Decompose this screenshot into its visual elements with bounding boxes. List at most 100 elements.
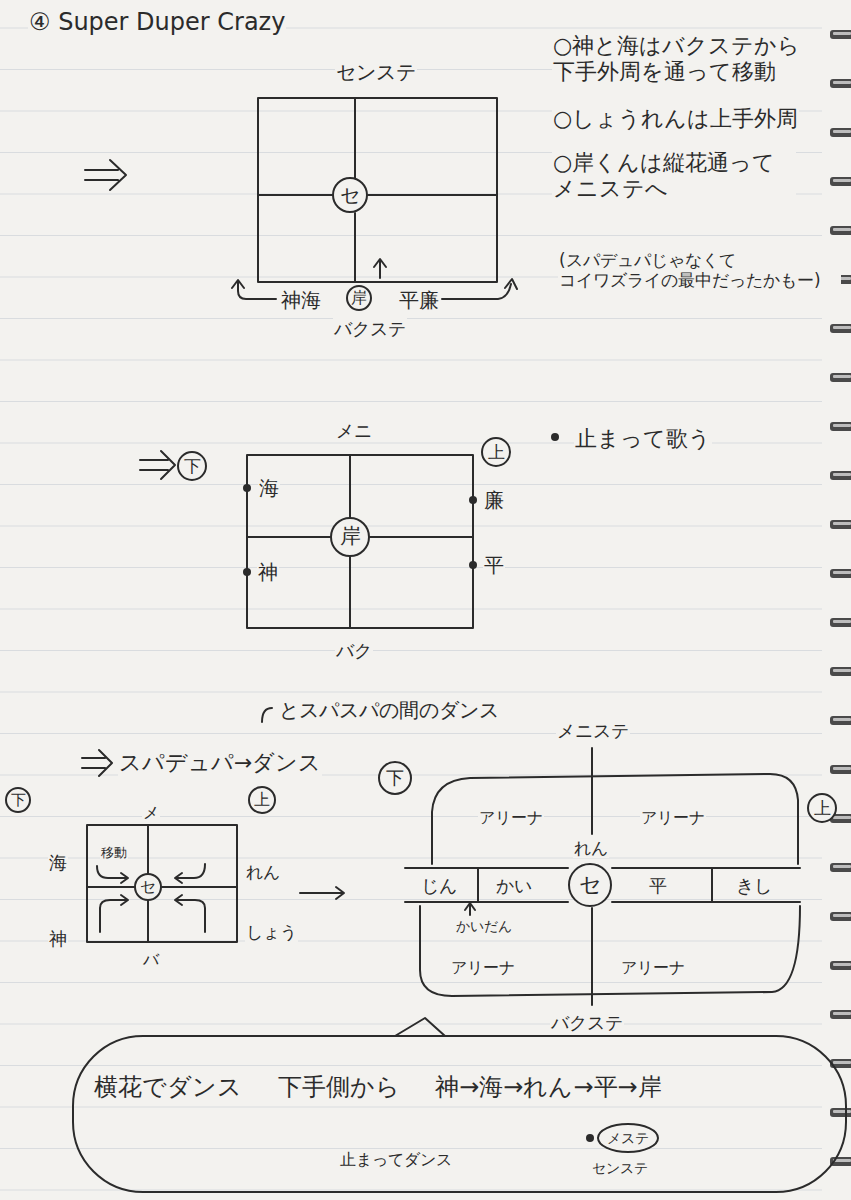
mark-text: セ (340, 183, 360, 207)
spiral-ring (830, 79, 851, 88)
mark-text: メステ (607, 1130, 649, 1147)
paper-ruling (0, 28, 851, 1190)
stage-label: 神 (257, 560, 279, 584)
circled-mark: 岸 (346, 285, 372, 311)
position-dot (469, 561, 477, 569)
spiral-ring (833, 228, 851, 231)
mark-circle (482, 438, 510, 466)
stage-line (147, 825, 149, 873)
spiral-ring (833, 620, 851, 623)
stage-square (87, 825, 237, 942)
spiral-ring (830, 30, 851, 39)
mark-text: 下 (11, 791, 26, 809)
spiral-ring (833, 767, 851, 770)
mark-text: 岸 (351, 288, 367, 307)
spiral-ring (830, 1108, 851, 1117)
ruled-line (0, 733, 822, 734)
move-arrow (100, 895, 128, 932)
spiral-ring (830, 961, 851, 970)
circled-mark: メステ (597, 1123, 659, 1153)
spiral-ring (833, 571, 851, 574)
stage-label: 海 (258, 476, 280, 500)
walkway-divider (477, 868, 479, 902)
ruled-line (0, 401, 822, 402)
stage-label: ○神と海はバクステから 下手外周を通って移動 (552, 33, 829, 86)
stage-label: じん (420, 875, 458, 897)
page-title: ④ Super Duper Crazy (28, 8, 286, 37)
spiral-ring (830, 324, 851, 333)
circled-mark: 岸 (330, 517, 370, 557)
insert-mark (262, 708, 272, 722)
bubble-text: 横花でダンス 下手側から 神→海→れん→平→岸 (94, 1073, 662, 1102)
stage-label: アリーナ (620, 958, 686, 977)
speech-bubble: 横花でダンス 下手側から 神→海→れん→平→岸止まってダンスセンステメステ (72, 1035, 847, 1193)
stage-label: 海 (48, 852, 68, 874)
stage-label: アリーナ (478, 808, 544, 827)
move-arrow (175, 895, 205, 932)
spiral-ring (830, 863, 851, 872)
stage-label: 移動 (100, 845, 128, 861)
stage-label: (スパデュパじゃなくて コイワズライの最中だったかもー) (558, 250, 841, 291)
spiral-ring (833, 669, 851, 672)
mark-circle (808, 794, 836, 822)
spiral-ring (830, 422, 851, 431)
move-arrow (175, 864, 205, 883)
position-dot (469, 496, 477, 504)
stage-line (258, 194, 332, 196)
diagram-one (85, 98, 517, 299)
spiral-ring (833, 522, 851, 525)
stairs-arrow (465, 903, 475, 915)
legend-dot (551, 433, 559, 441)
circled-mark: 上 (807, 793, 837, 823)
spiral-ring (833, 1110, 851, 1113)
spiral-ring (830, 226, 851, 235)
node-outline (72, 1035, 847, 1193)
stage-line (247, 536, 330, 538)
next-arrow (300, 887, 344, 899)
spiral-ring (830, 177, 851, 186)
stage-label: かいだん (455, 918, 513, 935)
circled-mark: 上 (248, 786, 276, 814)
mark-text: 下 (386, 767, 404, 789)
stage-label: れん (573, 838, 609, 858)
move-arrow (442, 279, 517, 299)
mark-text: 上 (814, 798, 831, 818)
spiral-ring (830, 128, 851, 137)
stage-line (354, 98, 356, 178)
mark-text: 上 (254, 790, 270, 809)
side-walkway (405, 901, 568, 903)
stage-line (87, 886, 134, 888)
stage-line (370, 536, 473, 538)
mark-circle (347, 286, 371, 310)
spiral-ring (830, 1010, 851, 1019)
stage-label: 平 (483, 553, 505, 577)
diagram-two (140, 451, 473, 628)
stage-line (368, 194, 497, 196)
mark-circle (135, 874, 161, 900)
circled-mark: 下 (177, 451, 207, 481)
stage-label: ○岸くんは縦花通って メニステへ (552, 150, 796, 203)
stage-label: 神 (48, 928, 68, 950)
mark-circle (249, 787, 275, 813)
diagram-three (82, 708, 344, 942)
ruled-line (0, 484, 822, 485)
stage-label: とスパスパの間のダンス (278, 698, 500, 722)
spiral-ring (833, 375, 851, 378)
circled-mark: セ (568, 863, 612, 907)
ruled-line (0, 692, 822, 693)
bubble-text: 止まってダンス (340, 1150, 452, 1169)
ruled-line (0, 1024, 822, 1025)
spiral-ring (830, 667, 851, 676)
spiral-ring (830, 373, 851, 382)
double-arrow (82, 750, 112, 776)
spiral-ring (833, 865, 851, 868)
mark-text: セ (579, 872, 602, 898)
stage-label: スパデュパ→ダンス (118, 750, 322, 776)
stage-label: れん (245, 862, 281, 882)
stage-label: きし (735, 875, 773, 897)
stage-label: 平 (648, 875, 668, 897)
circled-mark: 下 (5, 787, 31, 813)
stage-label: アリーナ (450, 958, 516, 977)
stage-label: バ (142, 950, 160, 969)
